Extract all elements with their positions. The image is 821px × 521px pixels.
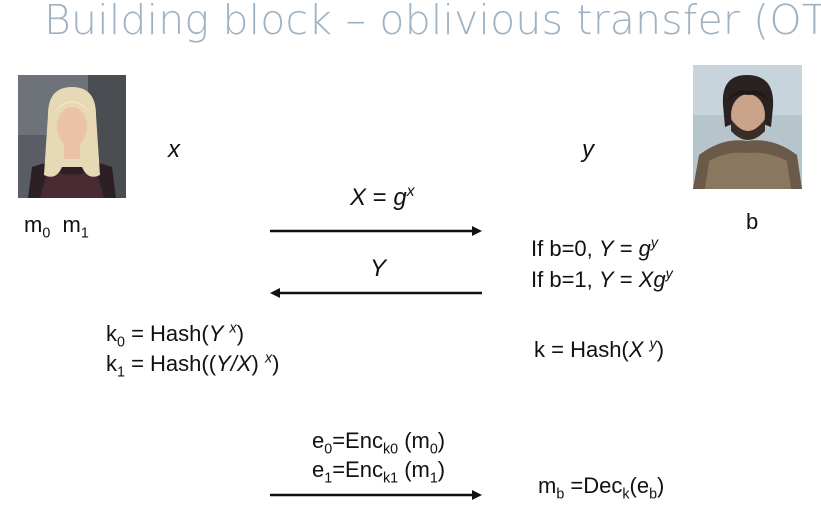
alice-secret-x: x bbox=[168, 136, 180, 163]
arrow-right-3 bbox=[270, 490, 482, 500]
message-1-label: X = gx bbox=[350, 183, 415, 211]
message-3-e1: e1=Enck1 (m1) bbox=[312, 457, 446, 487]
alice-key-k1: k1 = Hash((Y/X) x) bbox=[106, 350, 280, 381]
arrow-left-2 bbox=[270, 288, 482, 298]
arrow-right-1 bbox=[270, 226, 482, 236]
message-3-e0: e0=Enck0 (m0) bbox=[312, 428, 446, 458]
bob-case-b0: If b=0, Y = gy bbox=[531, 235, 659, 261]
alice-portrait bbox=[18, 75, 126, 198]
person-portrait-dark-haired-man-icon bbox=[693, 65, 802, 189]
slide-title: Building block – oblivious transfer (OT) bbox=[44, 0, 821, 44]
bob-choice-bit: b bbox=[746, 209, 759, 234]
person-portrait-blonde-woman-icon bbox=[18, 75, 126, 198]
message-2-label: Y bbox=[370, 255, 387, 282]
bob-secret-y: y bbox=[582, 136, 594, 163]
bob-case-b1: If b=1, Y = Xgy bbox=[531, 266, 673, 292]
bob-key-k: k = Hash(X y) bbox=[534, 336, 665, 362]
msg-m1: m1 bbox=[62, 212, 89, 242]
alice-key-k0: k0 = Hash(Y x) bbox=[106, 320, 245, 351]
alice-messages: m0 m1 bbox=[24, 212, 89, 242]
bob-portrait bbox=[693, 65, 802, 189]
msg-m0: m0 bbox=[24, 212, 51, 242]
bob-decrypt-result: mb =Deck(eb) bbox=[538, 473, 665, 503]
